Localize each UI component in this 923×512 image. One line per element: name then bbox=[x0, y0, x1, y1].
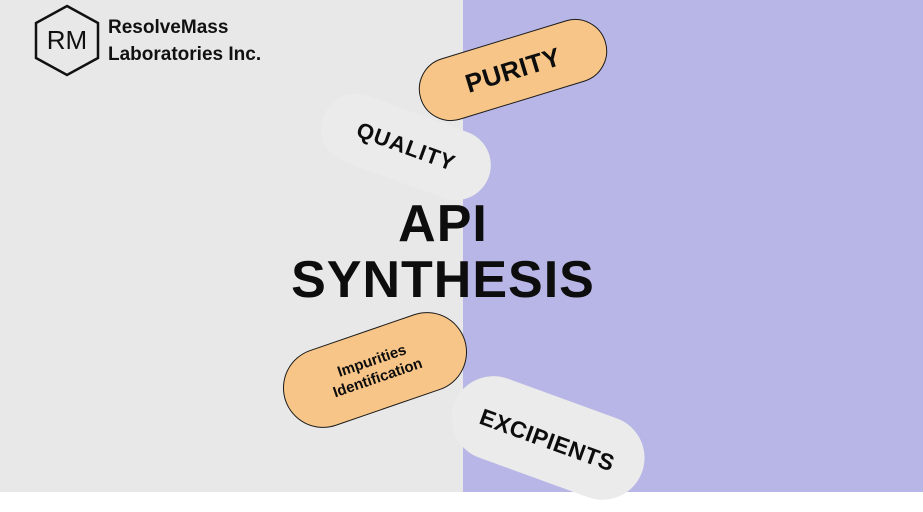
tag-quality-label: QUALITY bbox=[353, 117, 460, 176]
company-logo-icon: RM bbox=[34, 4, 100, 77]
tag-purity-label: PURITY bbox=[461, 40, 565, 99]
company-name: ResolveMass Laboratories Inc. bbox=[108, 14, 261, 68]
left-background-panel bbox=[0, 0, 463, 492]
company-name-line1: ResolveMass bbox=[108, 17, 229, 38]
logo-monogram: RM bbox=[47, 25, 87, 55]
page-title: API SYNTHESIS bbox=[243, 196, 643, 308]
company-name-line2: Laboratories Inc. bbox=[108, 44, 262, 65]
title-line2: SYNTHESIS bbox=[291, 251, 595, 309]
title-line1: API bbox=[398, 195, 488, 253]
